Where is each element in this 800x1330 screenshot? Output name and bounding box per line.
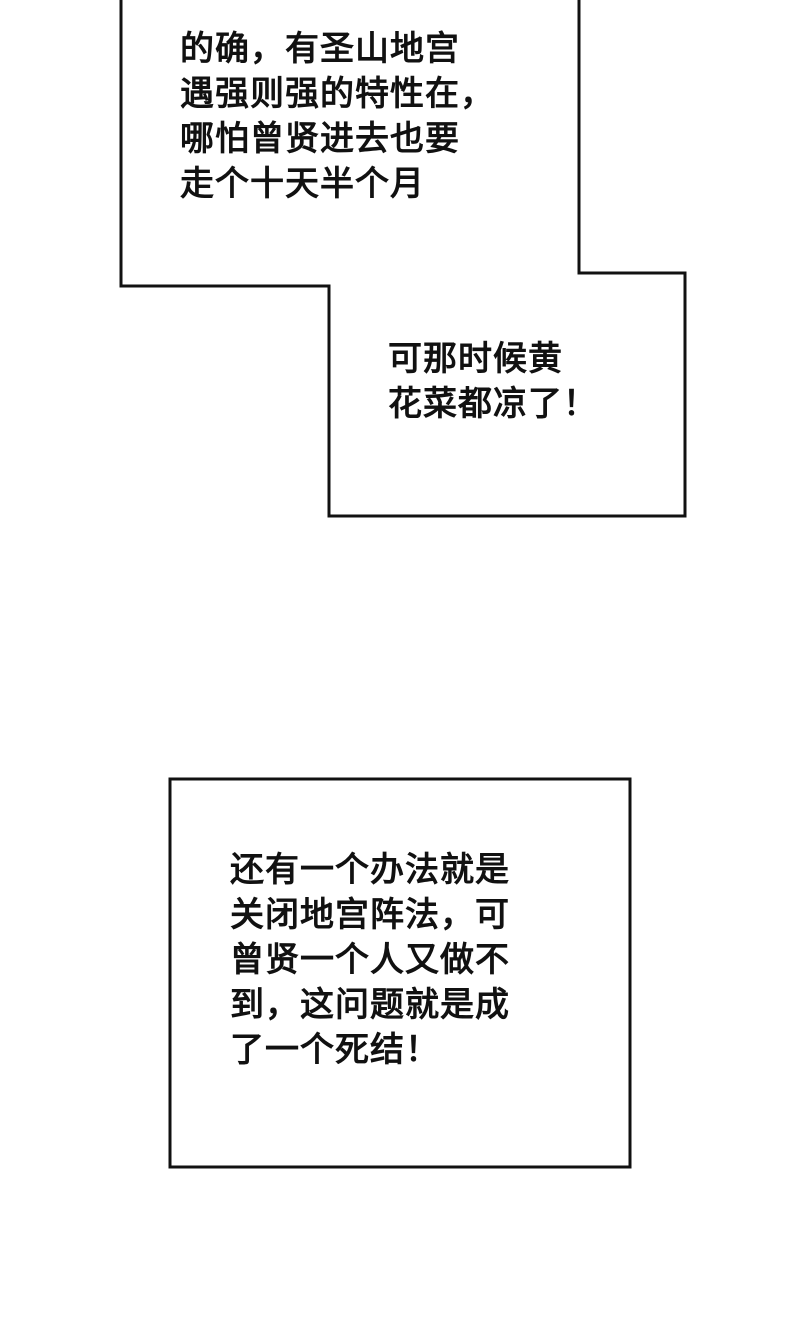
caption-3-line: 到，这问题就是成 xyxy=(230,985,510,1025)
caption-1-line: 遇强则强的特性在， xyxy=(180,74,495,114)
caption-1-line: 的确，有圣山地宫 xyxy=(180,29,460,69)
caption-text-2: 可那时候黄 花菜都凉了！ xyxy=(388,337,598,427)
caption-text-3: 还有一个办法就是 关闭地宫阵法，可 曾贤一个人又做不 到，这问题就是成 了一个死… xyxy=(230,848,510,1073)
caption-frame-top xyxy=(119,0,687,518)
caption-3-line: 了一个死结！ xyxy=(230,1030,440,1070)
caption-2-line: 可那时候黄 xyxy=(388,339,563,379)
caption-frame-bottom xyxy=(168,777,632,1169)
caption-3-line: 关闭地宫阵法，可 xyxy=(230,895,510,935)
caption-3-line: 曾贤一个人又做不 xyxy=(230,940,510,980)
caption-1-line: 哪怕曾贤进去也要 xyxy=(180,119,460,159)
caption-2-line: 花菜都凉了！ xyxy=(388,384,598,424)
caption-text-1: 的确，有圣山地宫 遇强则强的特性在， 哪怕曾贤进去也要 走个十天半个月 xyxy=(180,27,495,207)
caption-1-line: 走个十天半个月 xyxy=(180,164,425,204)
caption-3-line: 还有一个办法就是 xyxy=(230,850,510,890)
